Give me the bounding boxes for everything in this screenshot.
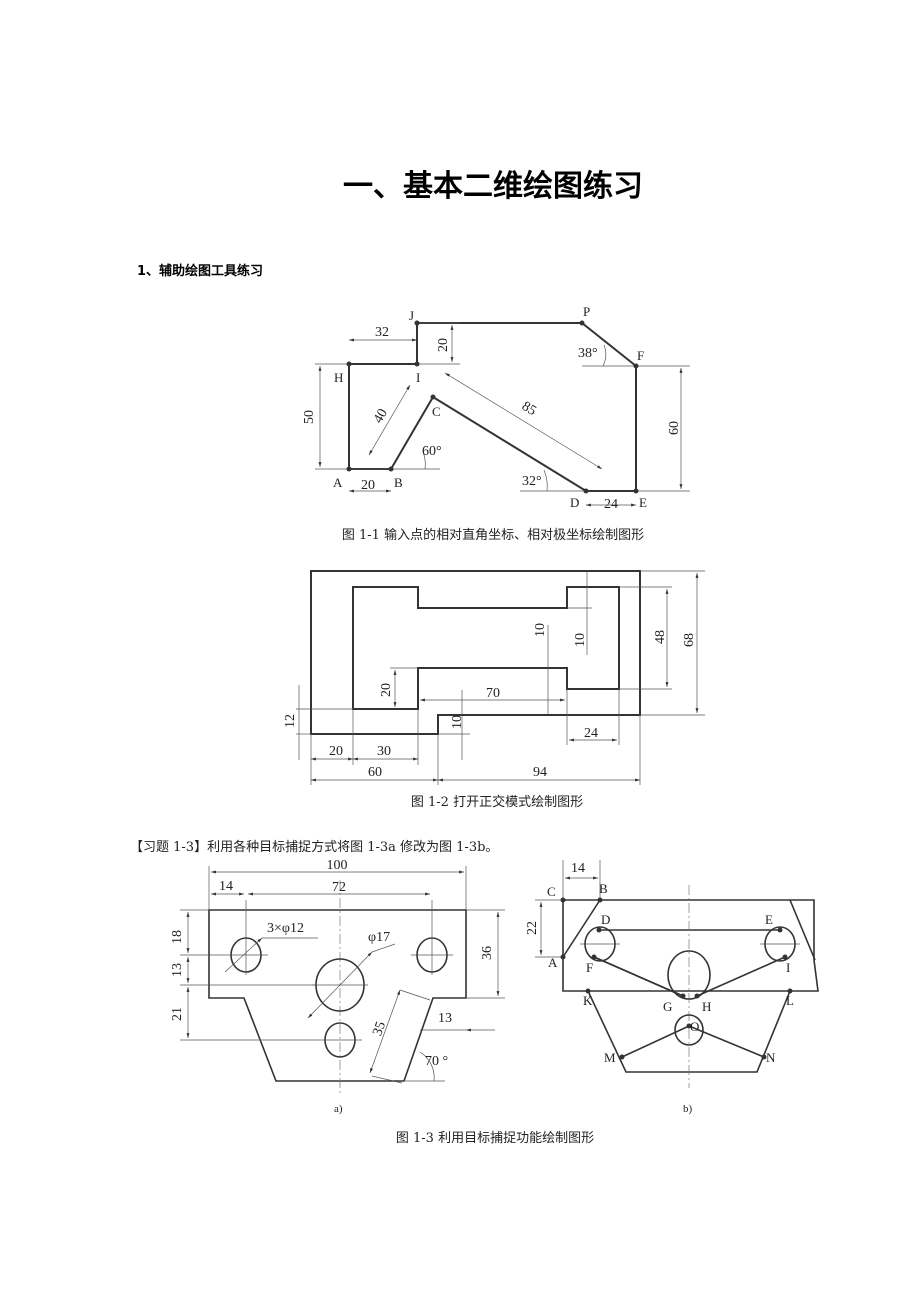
dim-22: 22 [525, 921, 540, 935]
point-label-A: A [333, 475, 343, 490]
point-label-D: D [601, 912, 610, 927]
dim-12: 12 [283, 714, 298, 728]
dim-20-vertical: 20 [436, 338, 451, 352]
subfigure-label-b: b) [683, 1103, 693, 1115]
point-label-H: H [702, 999, 711, 1014]
dim-85: 85 [519, 399, 539, 419]
point-label-B: B [394, 475, 403, 490]
figure-1-3b: 14 22 C B A D E F I G H K L M N O b) [525, 860, 819, 1115]
dim-10-a: 10 [533, 623, 548, 637]
dim-20: 20 [361, 478, 375, 493]
point-label-N: N [766, 1050, 776, 1065]
point-label-C: C [432, 404, 441, 419]
dim-21: 21 [170, 1007, 185, 1021]
dim-36: 36 [480, 946, 495, 960]
figure-1-2: 10 10 48 68 20 70 12 10 24 20 30 60 94 图… [283, 570, 705, 810]
point-label-E: E [765, 912, 773, 927]
point-label-L: L [786, 993, 794, 1008]
point-label-I: I [786, 960, 790, 975]
dim-60: 60 [368, 765, 382, 780]
point-label-C: C [547, 884, 556, 899]
point-label-H: H [334, 370, 343, 385]
angle-38: 38° [578, 346, 598, 361]
point-label-J: J [409, 308, 414, 323]
dim-13-b: 13 [438, 1011, 452, 1026]
dim-94: 94 [533, 765, 547, 780]
dim-48: 48 [653, 630, 668, 644]
dim-14: 14 [219, 879, 233, 894]
dim-24: 24 [584, 726, 598, 741]
dim-32: 32 [375, 325, 389, 340]
page-title: 一、基本二维绘图练习 [343, 169, 643, 204]
point-label-G: G [663, 999, 672, 1014]
dim-68: 68 [682, 633, 697, 647]
figure-1-1: J P F H I C A B D E 32 20 50 40 60° 85 3… [302, 304, 690, 543]
figure-1-3a: 100 14 72 18 13 21 36 3×φ12 φ17 35 13 70… [170, 858, 505, 1115]
dim-24: 24 [604, 497, 618, 512]
dim-35: 35 [370, 1020, 389, 1038]
angle-70: 70 ° [425, 1054, 448, 1069]
dim-10-c: 10 [450, 715, 465, 729]
hole-callout: 3×φ12 [267, 921, 304, 936]
section-heading: 1、辅助绘图工具练习 [137, 263, 263, 279]
dim-40: 40 [371, 406, 391, 426]
figure-caption: 图 1-1 输入点的相对直角坐标、相对极坐标绘制图形 [342, 527, 644, 543]
point-label-F: F [586, 960, 593, 975]
dim-14: 14 [571, 861, 585, 876]
angle-32: 32° [522, 474, 542, 489]
point-label-A: A [548, 955, 558, 970]
dim-30: 30 [377, 744, 391, 759]
point-label-I: I [416, 370, 420, 385]
dim-18: 18 [170, 930, 185, 944]
dim-50: 50 [302, 410, 317, 424]
figure-caption: 图 1-2 打开正交模式绘制图形 [411, 794, 583, 810]
point-label-P: P [583, 304, 590, 319]
point-label-M: M [604, 1050, 616, 1065]
dim-20-b: 20 [329, 744, 343, 759]
dim-10-b: 10 [573, 633, 588, 647]
angle-60: 60° [422, 444, 442, 459]
point-label-B: B [599, 881, 608, 896]
dim-70: 70 [486, 686, 500, 701]
point-label-K: K [583, 993, 593, 1008]
subfigure-label-a: a) [334, 1103, 343, 1115]
dim-20: 20 [379, 683, 394, 697]
exercise-text: 【习题 1-3】利用各种目标捕捉方式将图 1-3a 修改为图 1-3b。 [130, 839, 498, 855]
point-label-E: E [639, 495, 647, 510]
point-label-O: O [690, 1019, 699, 1034]
dim-13: 13 [170, 963, 185, 977]
point-label-D: D [570, 495, 579, 510]
dim-60: 60 [667, 421, 682, 435]
dim-72: 72 [332, 880, 346, 895]
diameter-callout: φ17 [368, 930, 390, 945]
dim-100: 100 [327, 858, 348, 873]
figure-caption: 图 1-3 利用目标捕捉功能绘制图形 [396, 1130, 594, 1146]
point-label-F: F [637, 348, 644, 363]
